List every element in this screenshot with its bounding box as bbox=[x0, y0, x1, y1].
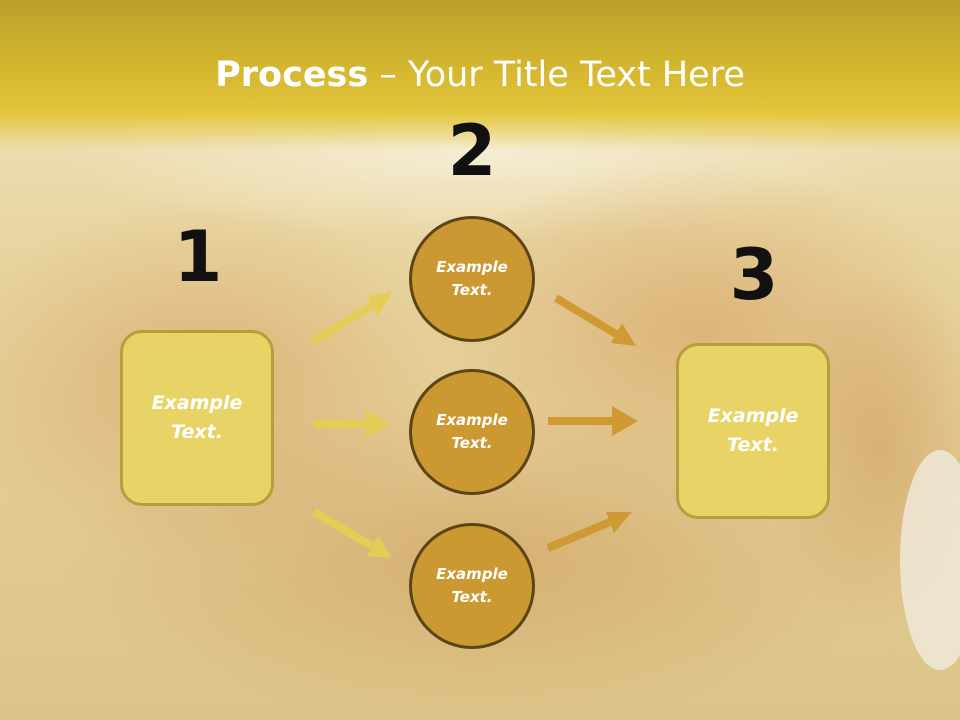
step-3-box: Example Text. bbox=[676, 343, 830, 519]
arrow-1-to-2-bottom bbox=[311, 508, 392, 558]
step-number-2: 2 bbox=[447, 110, 497, 192]
step-number-1: 1 bbox=[173, 216, 223, 298]
step-2-circle-middle: Example Text. bbox=[409, 369, 535, 495]
step-2-top-text: Example Text. bbox=[436, 258, 508, 299]
step-1-text: Example Text. bbox=[151, 392, 243, 443]
title-bold: Process bbox=[215, 55, 369, 95]
arrow-1-to-2-middle bbox=[314, 410, 390, 438]
title-rest: – Your Title Text Here bbox=[368, 55, 745, 95]
arrow-2-bottom-to-3 bbox=[546, 512, 632, 552]
step-number-3: 3 bbox=[729, 234, 779, 316]
slide-title: Process – Your Title Text Here bbox=[0, 52, 960, 98]
step-2-circle-top: Example Text. bbox=[409, 216, 535, 342]
arrow-2-middle-to-3 bbox=[548, 406, 638, 436]
step-2-bottom-text: Example Text. bbox=[436, 565, 508, 606]
step-2-middle-text: Example Text. bbox=[436, 411, 508, 452]
step-1-box: Example Text. bbox=[120, 330, 274, 506]
step-2-circle-bottom: Example Text. bbox=[409, 523, 535, 649]
arrow-1-to-2-top bbox=[309, 292, 392, 346]
arrow-2-top-to-3 bbox=[553, 294, 636, 346]
step-3-text: Example Text. bbox=[707, 405, 799, 456]
title-band bbox=[0, 0, 960, 150]
